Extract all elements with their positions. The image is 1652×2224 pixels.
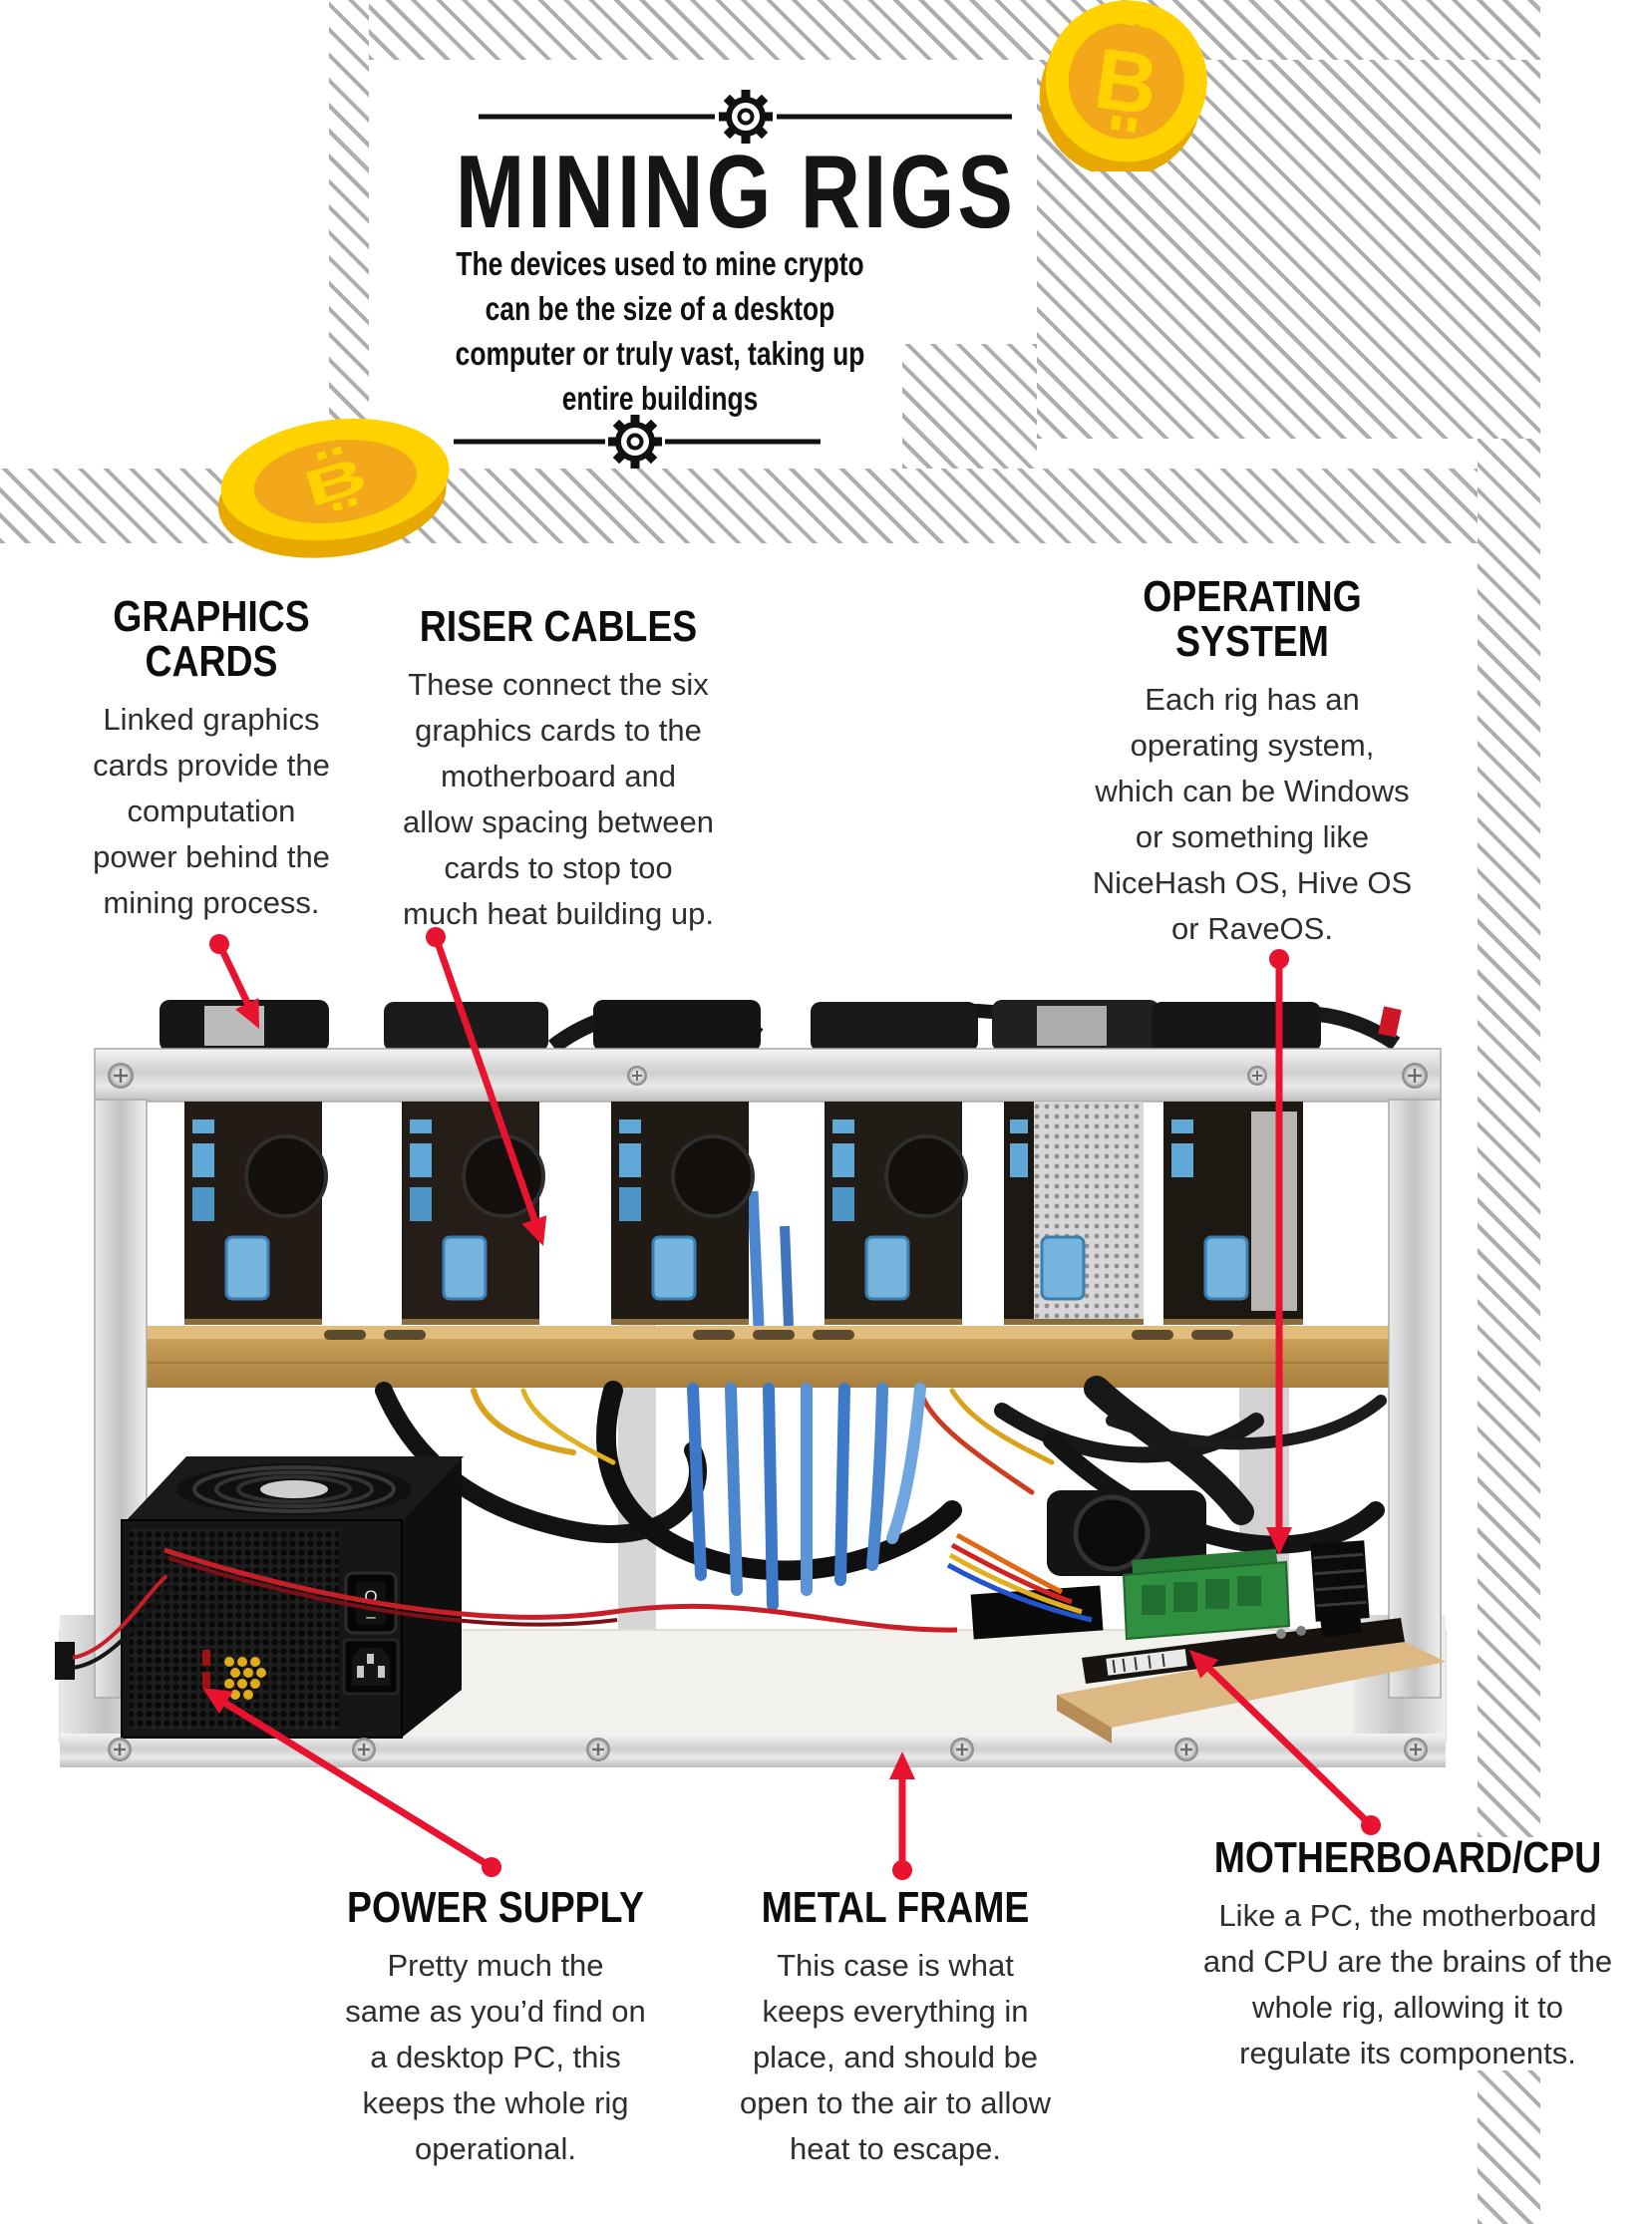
graphics-card (825, 1102, 968, 1325)
cable-bundle (375, 1376, 1387, 1611)
atx-connector (946, 1532, 1104, 1640)
metal-frame-right-post (1388, 1099, 1442, 1699)
psu-power-socket (342, 1638, 400, 1696)
callout-body: Like a PC, the motherboard and CPU are t… (1202, 1898, 1613, 2070)
stripe-band-right-lower (1478, 2070, 1540, 2224)
bitcoin-b-glyph: B (1089, 10, 1163, 134)
graphics-card (1004, 1102, 1144, 1325)
callout-body: Linked graphics cards provide the comput… (93, 702, 330, 920)
gear-icon (608, 415, 662, 469)
wooden-plank (110, 1326, 1436, 1388)
stripe-band-left-vertical (329, 0, 369, 464)
cpu-cooler (1047, 1490, 1206, 1576)
svg-text:–: – (366, 1607, 376, 1626)
heatsink-fins (1310, 1540, 1370, 1622)
callout-heading: OPERATING SYSTEM (1143, 572, 1362, 666)
page-title: MINING RIGS (455, 135, 1017, 250)
stripe-band-top (369, 0, 1540, 60)
bitcoin-coin-icon: B (217, 418, 450, 558)
callout-riser-cables: RISER CABLES These connect the six graph… (395, 604, 722, 937)
callout-heading: POWER SUPPLY (347, 1883, 644, 1932)
mining-rig-photo: O – (55, 1000, 1447, 1767)
graphics-cards (160, 1000, 1321, 1052)
callout-body: Pretty much the same as you’d find on a … (345, 1948, 646, 2166)
callout-graphics-cards: GRAPHICS CARDS Linked graphics cards pro… (93, 594, 330, 926)
graphics-card-bodies (184, 1102, 1303, 1327)
psu-fan (176, 1463, 412, 1515)
metal-frame-arrow (889, 1751, 915, 1880)
gear-icon (719, 90, 773, 144)
top-rule-with-gear-icon (479, 90, 1012, 144)
callout-motherboard-cpu: MOTHERBOARD/CPU Like a PC, the motherboa… (1179, 1835, 1635, 2076)
callout-metal-frame: METAL FRAME This case is what keeps ever… (738, 1885, 1053, 2172)
metal-frame-top-bar (94, 1048, 1442, 1103)
svg-text:B: B (1089, 30, 1163, 134)
callout-power-supply: POWER SUPPLY Pretty much the same as you… (321, 1885, 670, 2172)
callout-body: Each rig has an operating system, which … (1092, 682, 1413, 946)
graphics-card (1163, 1102, 1303, 1325)
callout-heading: METAL FRAME (761, 1883, 1030, 1932)
graphics-card (611, 1102, 755, 1325)
stripe-band-title-step (902, 344, 1037, 469)
callout-body: This case is what keeps everything in pl… (740, 1948, 1051, 2166)
callout-heading: GRAPHICS CARDS (113, 592, 310, 686)
bitcoin-coin-icon: B (1039, 0, 1207, 171)
graphics-card (184, 1102, 328, 1325)
page-subtitle: The devices used to mine crypto can be t… (455, 245, 865, 417)
stripe-band-right-upper (1478, 439, 1540, 1837)
callout-heading: MOTHERBOARD/CPU (1213, 1833, 1602, 1882)
callout-heading: RISER CABLES (419, 602, 698, 651)
power-supply-unit: O – (55, 1456, 958, 1739)
callout-operating-system: OPERATING SYSTEM Each rig has an operati… (1093, 574, 1412, 952)
bottom-rule-with-gear-icon (454, 415, 821, 469)
callout-body: These connect the six graphics cards to … (403, 667, 714, 931)
riser-cables (687, 1383, 926, 1611)
ram-sticks (1122, 1549, 1291, 1641)
motherboard (1082, 1610, 1405, 1684)
graphics-card (402, 1102, 545, 1325)
